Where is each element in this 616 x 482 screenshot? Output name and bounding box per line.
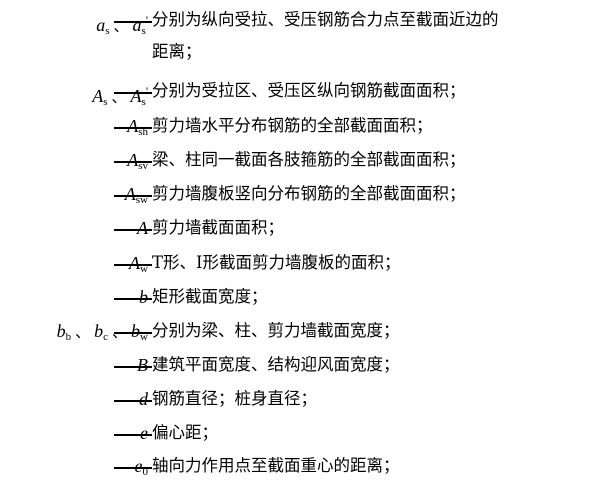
em-dash [114, 21, 152, 23]
definition-text: 分别为受拉区、受压区纵向钢筋截面面积； [152, 81, 466, 100]
symbol-group: d [139, 389, 148, 409]
em-dash [114, 467, 152, 469]
definition-text: 轴向力作用点至截面重心的距离； [152, 456, 400, 475]
symbol-group: Aw [129, 253, 148, 275]
symbol-group: as、as' [96, 13, 148, 37]
definition-text-continued: 距离； [152, 42, 202, 61]
symbol-group: A [137, 218, 148, 238]
definition-text: 建筑平面宽度、结构迎风面宽度； [152, 355, 400, 374]
symbol-group: e0 [134, 456, 149, 478]
definition-text: 分别为纵向受拉、受压钢筋合力点至截面近边的 [152, 10, 499, 29]
definition-row-e: e 偏心距； [0, 419, 616, 449]
em-dash [114, 366, 152, 368]
symbol-group: b [139, 287, 148, 307]
em-dash [114, 92, 152, 94]
definition-text: 分别为梁、柱、剪力墙截面宽度； [152, 321, 400, 340]
definition-row-Aw: Aw T形、I形截面剪力墙腹板的面积； [0, 249, 616, 279]
symbol-group: Asw [124, 184, 148, 206]
symbol-group: B [137, 355, 148, 375]
em-dash [114, 229, 152, 231]
definition-text: T形、I形截面剪力墙腹板的面积； [152, 253, 401, 272]
symbol-group: Ash [127, 116, 148, 138]
definition-row-e0: e0 轴向力作用点至截面重心的距离； [0, 452, 616, 482]
em-dash [114, 332, 152, 334]
definition-row-as: as、as' 分别为纵向受拉、受压钢筋合力点至截面近边的 [0, 6, 616, 37]
em-dash [114, 434, 152, 436]
definition-text: 偏心距； [152, 423, 218, 442]
em-dash [114, 264, 152, 266]
definition-text: 剪力墙截面面积； [152, 218, 284, 237]
definition-row-b: b 矩形截面宽度； [0, 283, 616, 313]
em-dash [114, 195, 152, 197]
symbol-group: e [140, 423, 148, 443]
definition-row-Ash: Ash 剪力墙水平分布钢筋的全部截面面积； [0, 112, 616, 142]
em-dash [114, 161, 152, 163]
definition-row-As: As、As' 分别为受拉区、受压区纵向钢筋截面面积； [0, 77, 616, 108]
definition-row-A: A 剪力墙截面面积； [0, 214, 616, 244]
em-dash [114, 127, 152, 129]
symbol-group: bb、bc、bw [56, 321, 148, 343]
symbol-group: Asv [127, 150, 148, 172]
definition-text: 剪力墙水平分布钢筋的全部截面面积； [152, 116, 433, 135]
definition-row-Asv: Asv 梁、柱同一截面各肢箍筋的全部截面面积； [0, 146, 616, 176]
definition-row-B: B 建筑平面宽度、结构迎风面宽度； [0, 351, 616, 381]
definition-row-bb-bc-bw: bb、bc、bw 分别为梁、柱、剪力墙截面宽度； [0, 317, 616, 347]
symbol-group: As、As' [92, 84, 148, 108]
definition-text: 梁、柱同一截面各肢箍筋的全部截面面积； [152, 150, 466, 169]
definition-row-d: d 钢筋直径；桩身直径； [0, 385, 616, 415]
definition-text: 剪力墙腹板竖向分布钢筋的全部截面面积； [152, 184, 466, 203]
em-dash [114, 298, 152, 300]
definition-text: 矩形截面宽度； [152, 287, 268, 306]
definition-row-Asw: Asw 剪力墙腹板竖向分布钢筋的全部截面面积； [0, 180, 616, 210]
definition-text: 钢筋直径；桩身直径； [152, 389, 317, 408]
em-dash [114, 400, 152, 402]
